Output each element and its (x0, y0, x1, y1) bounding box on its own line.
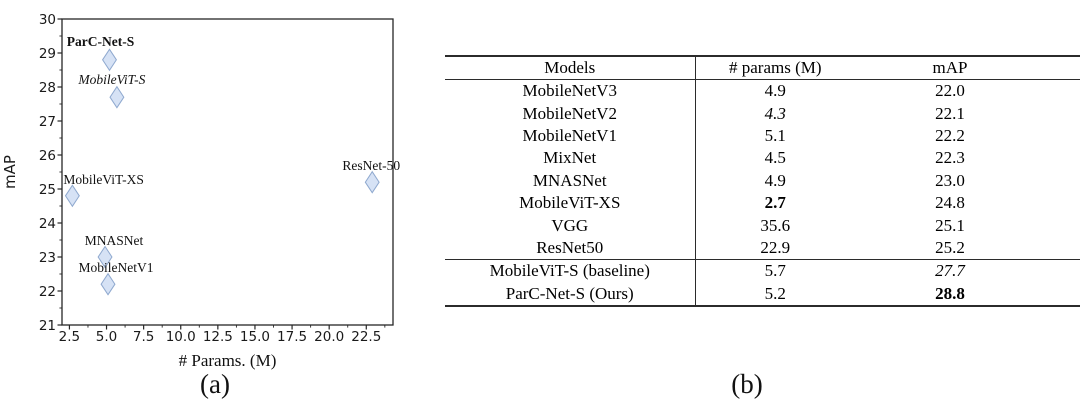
cell-filler (1045, 102, 1080, 124)
y-tick-label: 22 (39, 284, 56, 300)
table-row: MobileViT-XS 2.7 24.8 (445, 191, 1080, 215)
x-tick-label: 2.5 (59, 329, 80, 345)
table-row: ResNet50 22.9 25.2 (445, 236, 1080, 260)
cell-filler (1045, 259, 1080, 283)
table-row: MobileNetV1 5.1 22.2 (445, 124, 1080, 148)
scatter-point (100, 272, 116, 296)
table-row: MNASNet 4.9 23.0 (445, 169, 1080, 192)
column-header-filler (1045, 56, 1080, 80)
y-tick-label: 27 (39, 114, 56, 130)
cell-model: MobileViT-S (baseline) (445, 259, 696, 283)
y-tick-label: 29 (39, 46, 56, 62)
scatter-point-label: MobileNetV1 (79, 260, 154, 275)
cell-map: 24.8 (935, 193, 965, 213)
scatter-point-label: MNASNet (85, 233, 144, 248)
cell-filler (1045, 214, 1080, 236)
cell-params: 4.9 (764, 81, 786, 101)
cell-filler (1045, 192, 1080, 214)
table-row: VGG 35.6 25.1 (445, 214, 1080, 237)
cell-filler (1045, 170, 1080, 192)
cell-map: 27.7 (855, 259, 1045, 283)
x-tick-label: 5.0 (96, 329, 117, 345)
cell-model: MobileViT-XS (445, 191, 696, 215)
cell-filler (1045, 147, 1080, 169)
table-row: MobileNetV3 4.9 22.0 (445, 79, 1080, 103)
scatter-point (109, 85, 125, 109)
cell-model: MobileNetV1 (445, 124, 696, 148)
plot-border (61, 18, 394, 326)
cell-map: 28.8 (935, 283, 965, 303)
cell-filler (1045, 283, 1080, 306)
cell-params: 5.1 (764, 126, 786, 146)
y-tick-label: 26 (39, 148, 56, 164)
cell-filler (1045, 125, 1080, 147)
cell-params: 4.5 (764, 148, 786, 168)
cell-model: ParC-Net-S (Ours) (445, 282, 696, 306)
y-tick-label: 24 (39, 216, 56, 232)
cell-map: 25.2 (935, 238, 965, 257)
column-header-map: mAP (855, 56, 1045, 80)
results-table: Models # params (M) mAP MobileNetV3 4.9 22… (445, 55, 1080, 307)
cell-map: 25.1 (935, 215, 965, 235)
scatter-point (97, 245, 113, 269)
x-tick-label: 17.5 (277, 329, 307, 345)
table-row: ParC-Net-S (Ours) 5.2 28.8 (445, 282, 1080, 306)
cell-model: MixNet (445, 147, 696, 170)
x-axis-label: # Params. (M) (179, 351, 277, 370)
table-row: MixNet 4.5 22.3 (445, 147, 1080, 170)
table-row: MobileNetV2 4.3 22.1 (445, 102, 1080, 125)
y-tick-label: 23 (39, 250, 56, 266)
cell-params: 5.2 (764, 283, 786, 303)
cell-map: 22.2 (935, 126, 965, 146)
cell-map: 22.0 (935, 81, 965, 101)
x-tick-label: 12.5 (203, 329, 233, 345)
cell-params: 5.7 (695, 259, 855, 283)
scatter-point (101, 48, 117, 72)
scatter-point-label: MobileViT-S (77, 72, 145, 87)
cell-model: VGG (445, 214, 696, 237)
scatter-point-label: ResNet-50 (342, 158, 400, 173)
cell-filler (1045, 80, 1080, 103)
scatter-point (364, 170, 380, 194)
y-tick-label: 28 (39, 80, 56, 96)
y-axis-label: mAP (1, 155, 19, 189)
cell-model: MNASNet (445, 169, 696, 192)
table-header-row: Models # params (M) mAP (445, 56, 1080, 80)
scatter-chart: 2.5 5.0 7.5 10.0 12.5 15.0 17.5 20.0 22.5 21 22 23 2… (0, 0, 430, 409)
cell-model: MobileNetV2 (445, 102, 696, 125)
caption-panel-a: (a) (200, 369, 230, 399)
cell-map: 23.0 (935, 170, 965, 190)
x-tick-label: 20.0 (314, 329, 344, 345)
x-tick-label: 22.5 (351, 329, 381, 345)
cell-filler (1045, 237, 1080, 260)
scatter-point (64, 184, 80, 208)
y-tick-label: 21 (39, 318, 56, 334)
cell-model: ResNet50 (445, 236, 696, 260)
column-header-models: Models (445, 56, 696, 80)
cell-params: 4.3 (764, 103, 786, 123)
cell-params: 4.9 (764, 170, 786, 190)
cell-map: 22.1 (935, 103, 965, 123)
x-tick-label: 10.0 (166, 329, 196, 345)
scatter-point-label: ParC-Net-S (67, 34, 134, 49)
caption-panel-b: (b) (731, 369, 763, 399)
cell-map: 22.3 (935, 148, 965, 168)
cell-model: MobileNetV3 (445, 79, 696, 103)
cell-params: 2.7 (764, 193, 786, 213)
column-header-params: # params (M) (695, 56, 855, 80)
x-tick-label: 7.5 (133, 329, 154, 345)
scatter-chart-svg: 2.5 5.0 7.5 10.0 12.5 15.0 17.5 20.0 22.5 21 22 23 2… (1, 12, 400, 370)
x-tick-label: 15.0 (240, 329, 270, 345)
cell-params: 22.9 (760, 238, 791, 257)
scatter-point-label: MobileViT-XS (63, 172, 143, 187)
y-tick-label: 25 (39, 182, 56, 198)
cell-params: 35.6 (760, 215, 791, 235)
y-tick-label: 30 (39, 12, 56, 28)
